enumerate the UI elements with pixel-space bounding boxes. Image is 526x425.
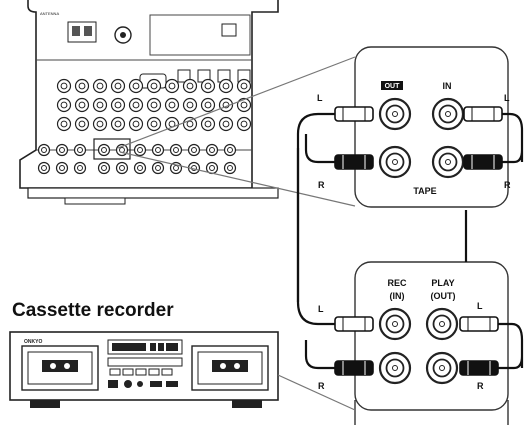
amp-grid-jack-center (173, 147, 179, 153)
amp-grid-jack-center (119, 165, 125, 171)
plug-play-r (459, 360, 499, 376)
cable-out-r-stub (304, 134, 340, 164)
amp-grid-jack-center (240, 101, 248, 109)
amp-grid-jack-center (114, 120, 122, 128)
rec-left-l-label: L (318, 304, 324, 314)
cable-in-right-loop (502, 112, 524, 164)
amp-grid-jack-center (101, 165, 107, 171)
amp-grid-jack-center (150, 120, 158, 128)
out-badge (381, 81, 403, 90)
amp-grid-jack-center (204, 82, 212, 90)
amp-grid-jack-center (209, 147, 215, 153)
play-label: PLAY (431, 278, 454, 288)
cassette-recorder-front: ONKYO (9, 331, 356, 411)
amp-grid-jack-center (173, 165, 179, 171)
amp-grid-jack-center (78, 120, 86, 128)
plug-amp-out-r (334, 154, 374, 170)
amp-grid-jack-center (96, 82, 104, 90)
cable-out-l-to-rec-l (296, 112, 340, 326)
amp-grid-jack-center (60, 120, 68, 128)
plug-rec-l (334, 316, 374, 332)
amp-out-r-jack (378, 145, 412, 179)
amp-grid-jack-center (114, 82, 122, 90)
amp-grid-jack-center (132, 101, 140, 109)
rec-l-jack (378, 307, 412, 341)
rec-sub-label: (IN) (390, 291, 405, 301)
play-sub-label: (OUT) (431, 291, 456, 301)
amp-right-l-label: L (504, 93, 510, 103)
amp-grid-jack-center (155, 147, 161, 153)
amp-grid-jack-center (150, 82, 158, 90)
recorder-jack-panel: REC (IN) PLAY (OUT) (354, 261, 509, 425)
amp-jack-grid (37, 78, 252, 175)
amp-left-l-label: L (317, 93, 323, 103)
amp-grid-jack-center (222, 120, 230, 128)
amp-grid-jack-center (41, 165, 47, 171)
plug-play-l (459, 316, 499, 332)
play-l-jack (425, 307, 459, 341)
plug-rec-r (334, 360, 374, 376)
amp-grid-jack-center (155, 165, 161, 171)
tape-label: TAPE (413, 186, 436, 196)
amp-grid-jack-center (204, 101, 212, 109)
play-r-jack (425, 351, 459, 385)
amp-grid-jack-center (41, 147, 47, 153)
amp-grid-jack-center (186, 82, 194, 90)
amp-tape-jacks (93, 138, 131, 160)
amp-grid-jack-center (240, 120, 248, 128)
amp-grid-jack-center (209, 165, 215, 171)
amp-grid-jack-center (168, 82, 176, 90)
amp-right-r-label: R (504, 180, 511, 190)
rec-right-l-label: L (477, 301, 483, 311)
rec-left-r-label: R (318, 381, 325, 391)
antenna-label: ANTENNA (40, 11, 59, 16)
rec-label: REC (387, 278, 407, 288)
out-badge-label: OUT (385, 83, 401, 90)
amp-in-r-jack (431, 145, 465, 179)
rec-right-r-label: R (477, 381, 484, 391)
rec-r-jack (378, 351, 412, 385)
amp-grid-jack-center (77, 147, 83, 153)
recorder-brand: ONKYO (24, 339, 42, 345)
amplifier-rear-panel: ANTENNA (19, 0, 356, 207)
amp-grid-jack-center (60, 101, 68, 109)
rca-plugs (334, 106, 503, 376)
in-label: IN (443, 81, 452, 91)
amp-in-l-jack (431, 97, 465, 131)
amp-grid-jack-center (168, 101, 176, 109)
amp-grid-jack-center (78, 82, 86, 90)
plug-amp-in-l (463, 106, 503, 122)
amp-grid-jack-center (96, 120, 104, 128)
amp-grid-jack-center (150, 101, 158, 109)
amp-grid-jack-center (186, 120, 194, 128)
cable-rec-r-stub (304, 340, 340, 370)
amp-grid-jack-center (137, 147, 143, 153)
amp-grid-jack-center (186, 101, 194, 109)
amp-grid-jack-center (132, 120, 140, 128)
amp-grid-jack-center (60, 82, 68, 90)
amp-grid-jack-center (96, 101, 104, 109)
cable-play-right-loop (498, 322, 524, 370)
plug-amp-in-r (463, 154, 503, 170)
amp-grid-jack-center (77, 165, 83, 171)
amp-grid-jack-center (59, 165, 65, 171)
amp-grid-jack-center (59, 147, 65, 153)
amp-out-l-jack (378, 97, 412, 131)
amp-grid-jack-center (191, 147, 197, 153)
cassette-recorder-title: Cassette recorder (12, 300, 174, 321)
amp-grid-jack-center (101, 147, 107, 153)
plug-amp-out-l (334, 106, 374, 122)
amp-grid-jack-center (132, 82, 140, 90)
amp-grid-jack-center (137, 165, 143, 171)
amp-grid-jack-center (222, 82, 230, 90)
amp-grid-jack-center (227, 147, 233, 153)
amp-grid-jack-center (240, 82, 248, 90)
amp-left-r-label: R (318, 180, 325, 190)
amp-grid-jack-center (114, 101, 122, 109)
amp-grid-jack-center (204, 120, 212, 128)
amp-grid-jack-center (227, 165, 233, 171)
amp-grid-jack-center (78, 101, 86, 109)
amp-tape-panel: OUT IN TAPE (354, 46, 509, 208)
